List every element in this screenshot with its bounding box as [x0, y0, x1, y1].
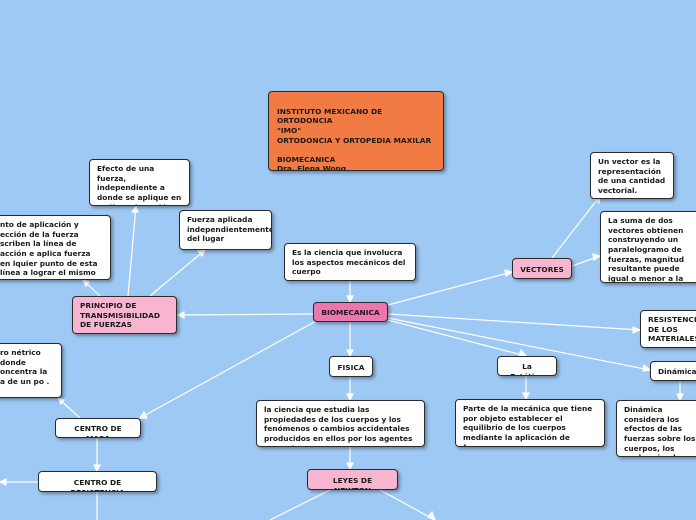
arrowhead — [642, 363, 652, 372]
node-leyes-newton[interactable]: LEYES DE NEWTON — [307, 469, 398, 490]
arrowhead — [427, 510, 436, 520]
node-biomecanica[interactable]: BIOMECANICA — [313, 302, 388, 322]
node-principio-transmisibilidad[interactable]: PRINCIPIO DE TRANSMISIBILIDAD DE FUERZAS — [72, 296, 177, 334]
node-def-fisica[interactable]: la ciencia que estudia las propiedades d… — [256, 400, 425, 447]
connector — [379, 317, 527, 357]
node-estatica[interactable]: La Estática — [497, 356, 557, 376]
node-centro-geometrico[interactable]: ro nétrico donde oncentra la a de un po … — [0, 343, 62, 398]
node-centro-resistencia[interactable]: CENTRO DE RESISTENCIA — [38, 471, 157, 492]
arrowhead — [138, 410, 148, 419]
node-punto-aplicacion[interactable]: nto de aplicación y ección de la fuerza … — [0, 215, 111, 280]
connector — [269, 489, 331, 520]
arrowhead — [81, 278, 90, 288]
arrowhead — [0, 478, 7, 486]
arrowhead — [632, 326, 642, 334]
node-def-biomecanica[interactable]: Es la ciencia que involucra los aspectos… — [284, 243, 416, 281]
arrowhead — [130, 204, 139, 213]
node-suma-vectores[interactable]: La suma de dos vectores obtienen constru… — [600, 211, 696, 283]
connector — [139, 319, 319, 419]
node-fisica[interactable]: FISICA — [329, 356, 373, 377]
arrowhead — [522, 392, 530, 401]
node-centro-masa[interactable]: CENTRO DE MASA — [55, 418, 141, 438]
arrowhead — [346, 393, 354, 402]
connector — [387, 317, 651, 371]
header-title-box[interactable]: INSTITUTO MEXICANO DE ORTODONCIA "IMO" O… — [268, 91, 444, 171]
node-vector-def[interactable]: Un vector es la representación de una ca… — [590, 152, 674, 199]
arrowhead — [346, 349, 354, 358]
arrowhead — [676, 393, 684, 402]
connector — [387, 313, 641, 331]
arrowhead — [93, 464, 101, 473]
arrowhead — [56, 396, 65, 406]
connector — [387, 271, 513, 306]
node-def-dinamica[interactable]: Dinámica considera los efectos de las fu… — [616, 400, 696, 457]
arrowhead — [346, 462, 354, 471]
arrowhead — [176, 311, 185, 319]
node-def-estatica[interactable]: Parte de la mecánica que tiene por objet… — [455, 399, 605, 447]
arrowhead — [196, 249, 207, 258]
connector — [127, 205, 137, 297]
node-dinamica[interactable]: Dinámica — [650, 361, 696, 381]
node-efecto-fuerza[interactable]: Efecto de una fuerza, independiente a do… — [89, 159, 190, 206]
arrowhead — [504, 269, 514, 278]
connector — [551, 195, 601, 259]
node-fuerza-aplicada[interactable]: Fuerza aplicada independientemente del l… — [179, 210, 272, 250]
connector — [379, 489, 436, 520]
node-resistencia-materiales[interactable]: RESISTENCIA DE LOS MATERIALES — [640, 310, 696, 348]
connector — [177, 313, 314, 316]
arrowhead — [592, 253, 602, 262]
header-text: INSTITUTO MEXICANO DE ORTODONCIA "IMO" O… — [277, 106, 432, 171]
connector — [149, 249, 206, 297]
arrowhead — [346, 295, 354, 304]
node-vectores[interactable]: VECTORES — [512, 258, 572, 279]
